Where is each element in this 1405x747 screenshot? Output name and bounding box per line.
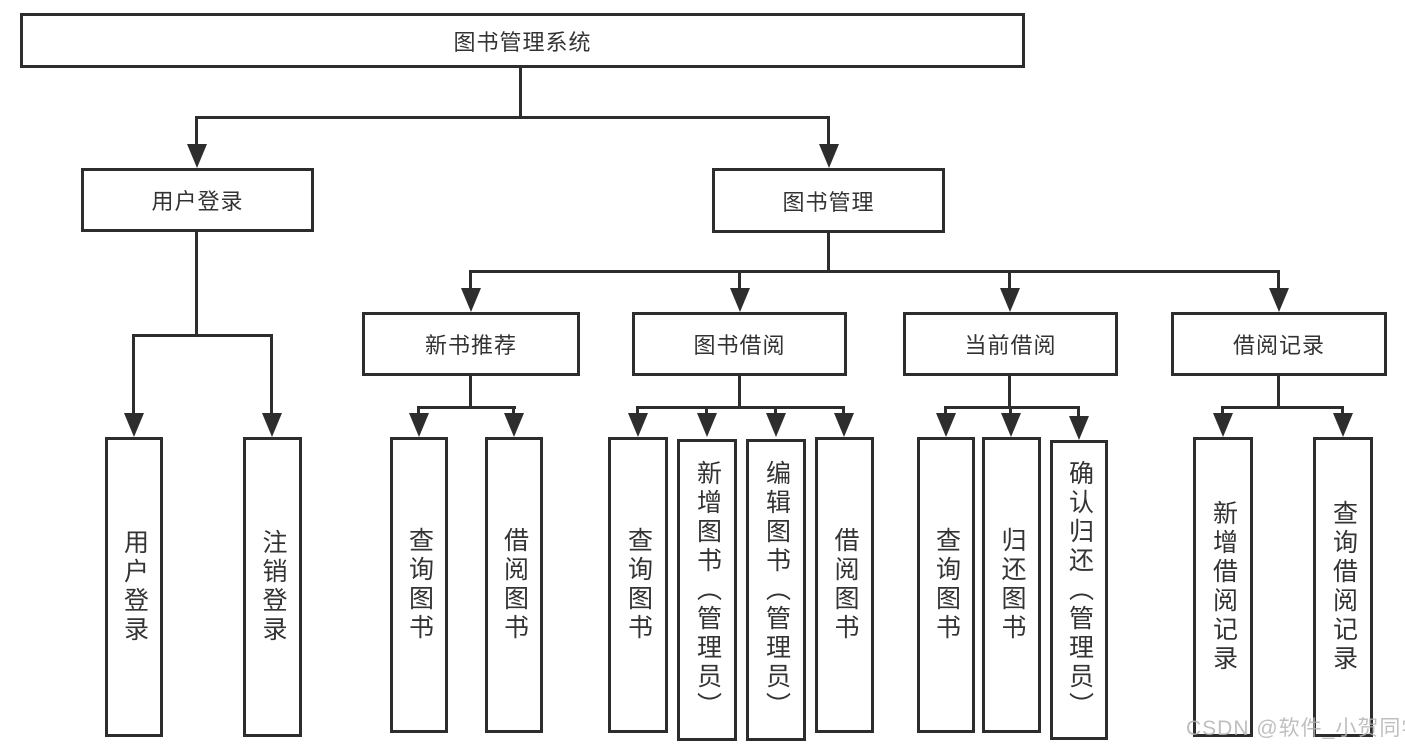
node-new-book-recommendation: 新书推荐: [362, 312, 580, 376]
leaf-query-books: 查询图书: [390, 437, 448, 733]
leaf-return-books: 归还图书: [982, 437, 1041, 733]
connector-arrow-down: [1341, 406, 1344, 415]
connector-arrow-down: [842, 406, 845, 415]
node-book-management: 图书管理: [712, 168, 945, 233]
connector-arrow-down: [195, 116, 198, 146]
leaf-edit-book-admin: 编辑图书（管理员）: [746, 439, 806, 741]
node-borrowing-records: 借阅记录: [1171, 312, 1387, 376]
connector-arrow-down: [1221, 406, 1224, 415]
connector-arrow-down: [827, 116, 830, 146]
node-book-borrowing: 图书借阅: [632, 312, 847, 376]
leaf-borrow-books: 借阅图书: [815, 437, 874, 733]
connector-user-login-stub: [195, 232, 198, 337]
leaf-borrow-books: 借阅图书: [485, 437, 543, 733]
connector-stub: [1008, 376, 1011, 409]
node-user-login: 用户登录: [81, 168, 314, 232]
connector-arrow-down: [1077, 406, 1080, 418]
leaf-user-login: 用户登录: [105, 437, 163, 737]
node-library-system: 图书管理系统: [20, 13, 1025, 68]
connector-arrow-down: [705, 406, 708, 415]
connector-bus: [944, 406, 1080, 409]
node-current-borrowing: 当前借阅: [903, 312, 1118, 376]
leaf-add-book-admin: 新增图书（管理员）: [677, 439, 737, 741]
connector-arrow-down: [512, 406, 515, 415]
connector-stub: [1277, 376, 1280, 409]
connector-stub: [738, 376, 741, 409]
connector-arrow-down: [132, 335, 135, 415]
connector-bus: [636, 406, 845, 409]
connector-level3-bus: [469, 270, 1280, 273]
connector-arrow-down: [774, 406, 777, 415]
connector-arrow-down: [944, 406, 947, 415]
connector-arrow-down: [469, 270, 472, 290]
connector-root-stub: [519, 68, 522, 118]
leaf-add-borrow-record: 新增借阅记录: [1193, 437, 1253, 737]
connector-bus: [1221, 406, 1344, 409]
leaf-logout-login: 注销登录: [243, 437, 302, 737]
connector-arrow-down: [1008, 270, 1011, 290]
leaf-query-borrow-record: 查询借阅记录: [1313, 437, 1373, 737]
connector-level2-bus: [196, 116, 830, 119]
connector-arrow-down: [270, 335, 273, 415]
connector-user-login-bus: [132, 334, 273, 337]
connector-arrow-down: [1277, 270, 1280, 290]
leaf-query-books: 查询图书: [917, 437, 975, 733]
connector-arrow-down: [636, 406, 639, 415]
leaf-query-books: 查询图书: [608, 437, 668, 733]
watermark: CSDN @软件_小贺同学: [1186, 717, 1405, 740]
connector-bus: [417, 406, 516, 409]
connector-arrow-down: [1009, 406, 1012, 415]
connector-stub: [469, 376, 472, 409]
connector-book-mgmt-stub: [827, 233, 830, 273]
connector-arrow-down: [738, 270, 741, 290]
connector-arrow-down: [417, 406, 420, 415]
leaf-confirm-return-admin: 确认归还（管理员）: [1050, 440, 1108, 740]
